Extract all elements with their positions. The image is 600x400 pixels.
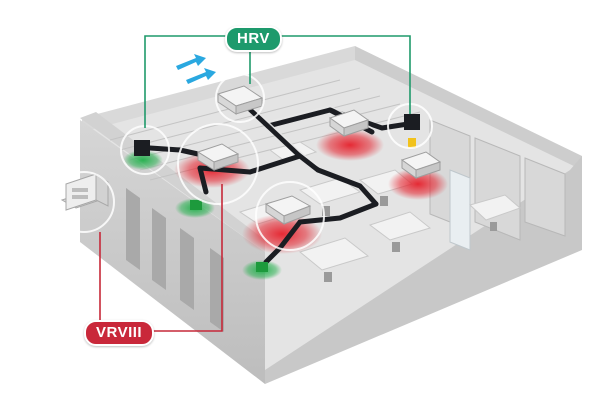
hrv-box-right — [404, 114, 420, 130]
vrv-label: VRVIII — [84, 320, 154, 346]
hrv-label: HRV — [225, 26, 282, 52]
airflow-arrows-icon — [176, 54, 216, 84]
hrv-box-left — [134, 140, 150, 156]
glass-partition — [450, 170, 470, 250]
fresh-air-box — [256, 262, 268, 272]
fresh-air-box — [190, 200, 202, 210]
